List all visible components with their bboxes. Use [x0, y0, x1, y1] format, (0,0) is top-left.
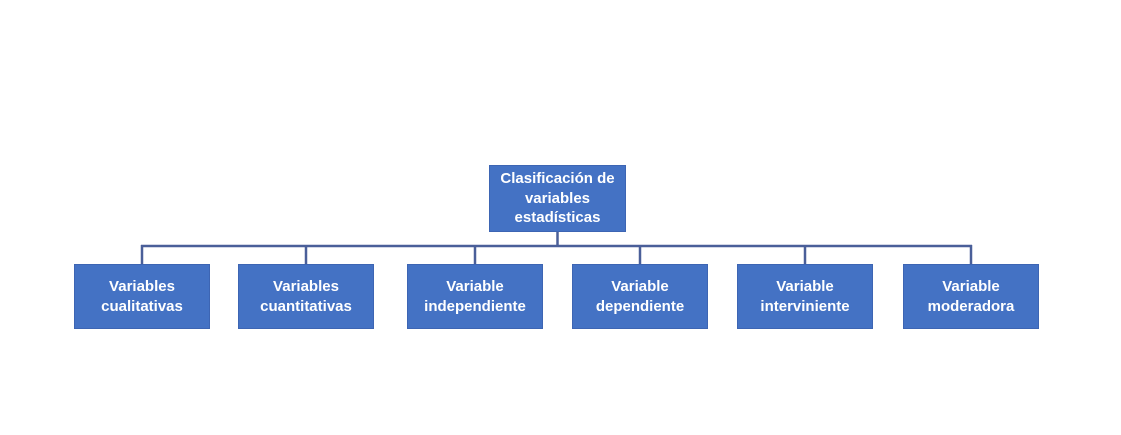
node-clasificacion-de-variables-estadisticas: Clasificación de variables estadísticas [489, 165, 626, 232]
node-label: Variable independiente [424, 277, 526, 315]
node-label: Clasificación de variables estadísticas [500, 169, 615, 227]
node-label: Variable interviniente [760, 277, 850, 315]
node-variable-independiente: Variable independiente [407, 264, 543, 329]
node-variable-moderadora: Variable moderadora [903, 264, 1039, 329]
node-label: Variable dependiente [595, 277, 685, 315]
node-label: Variables cuantitativas [260, 277, 352, 315]
node-variable-interviniente: Variable interviniente [737, 264, 873, 329]
node-variables-cuantitativas: Variables cuantitativas [238, 264, 374, 329]
node-label: Variables cualitativas [101, 277, 183, 315]
node-variables-cualitativas: Variables cualitativas [74, 264, 210, 329]
node-variable-dependiente: Variable dependiente [572, 264, 708, 329]
node-label: Variable moderadora [927, 277, 1015, 315]
